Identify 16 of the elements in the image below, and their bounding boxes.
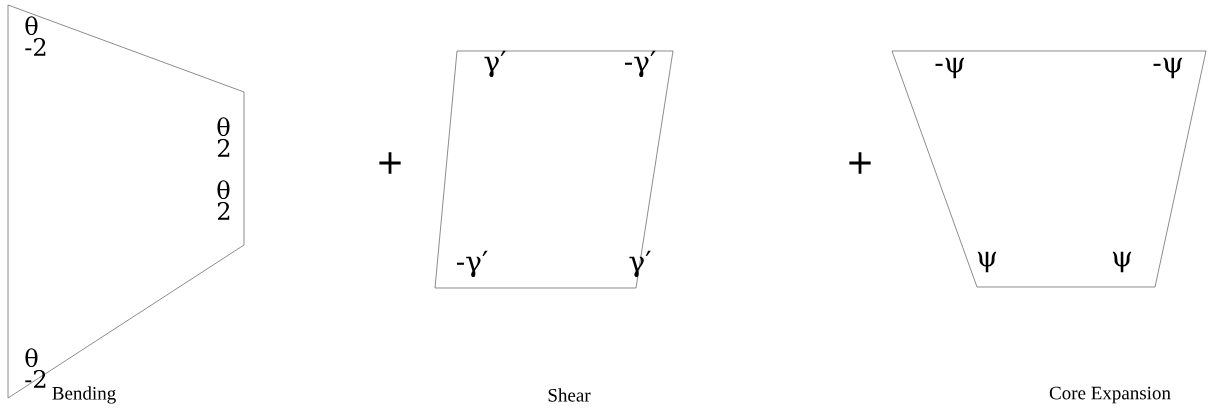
angle-label: -γ′ [624, 50, 656, 78]
caption: Shear [548, 388, 591, 402]
angle-label: θ -2 [25, 348, 46, 388]
angle-label: γ′ [629, 250, 651, 278]
angle-label: θ 2 [217, 180, 230, 220]
angle-label: -γ′ [456, 250, 488, 278]
angle-label: θ 2 [217, 117, 230, 157]
caption: Bending [52, 386, 116, 404]
angle-label: γ′ [484, 50, 506, 78]
angle-label: θ -2 [25, 16, 46, 56]
angle-label: -ψ [1153, 57, 1182, 79]
caption: Core Expansion [1049, 386, 1171, 404]
plus-sign: + [379, 152, 401, 174]
angle-label: ψ [977, 251, 997, 273]
angle-label: -ψ [935, 57, 964, 79]
angle-label: ψ [1112, 251, 1132, 273]
